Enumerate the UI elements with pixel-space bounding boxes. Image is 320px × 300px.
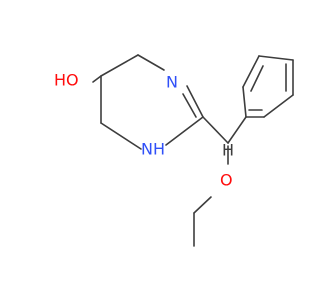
bond-methine-ipso: [227, 116, 247, 144]
bond-o-ch2: [193, 196, 212, 214]
ether-oxygen-label: O: [220, 171, 233, 190]
bond-ph-2-3-inner: [250, 65, 264, 92]
bond-c5-oh: [92, 75, 102, 83]
bond-ph-1-2: [242, 86, 247, 118]
chemical-structure: HO N NH H O: [54, 54, 294, 247]
bond-c5-c4: [100, 54, 139, 77]
bond-n3-c2-inner: [182, 93, 197, 118]
bond-c4-n3: [137, 54, 165, 71]
bond-c2-methine: [202, 116, 229, 144]
bond-c2-n1: [165, 116, 204, 146]
methine-h-label: H: [222, 141, 234, 160]
ring-nitrogen-label: N: [166, 73, 178, 92]
bond-ph-5-6: [263, 94, 294, 118]
bond-ph-2-3: [242, 55, 260, 88]
bond-n3-c2-outer: [186, 85, 204, 118]
hydroxyl-label: HO: [54, 71, 79, 90]
bond-ph-3-4: [258, 55, 294, 61]
bond-n1-c6: [100, 122, 142, 150]
ring-nh-label: NH: [141, 140, 165, 159]
